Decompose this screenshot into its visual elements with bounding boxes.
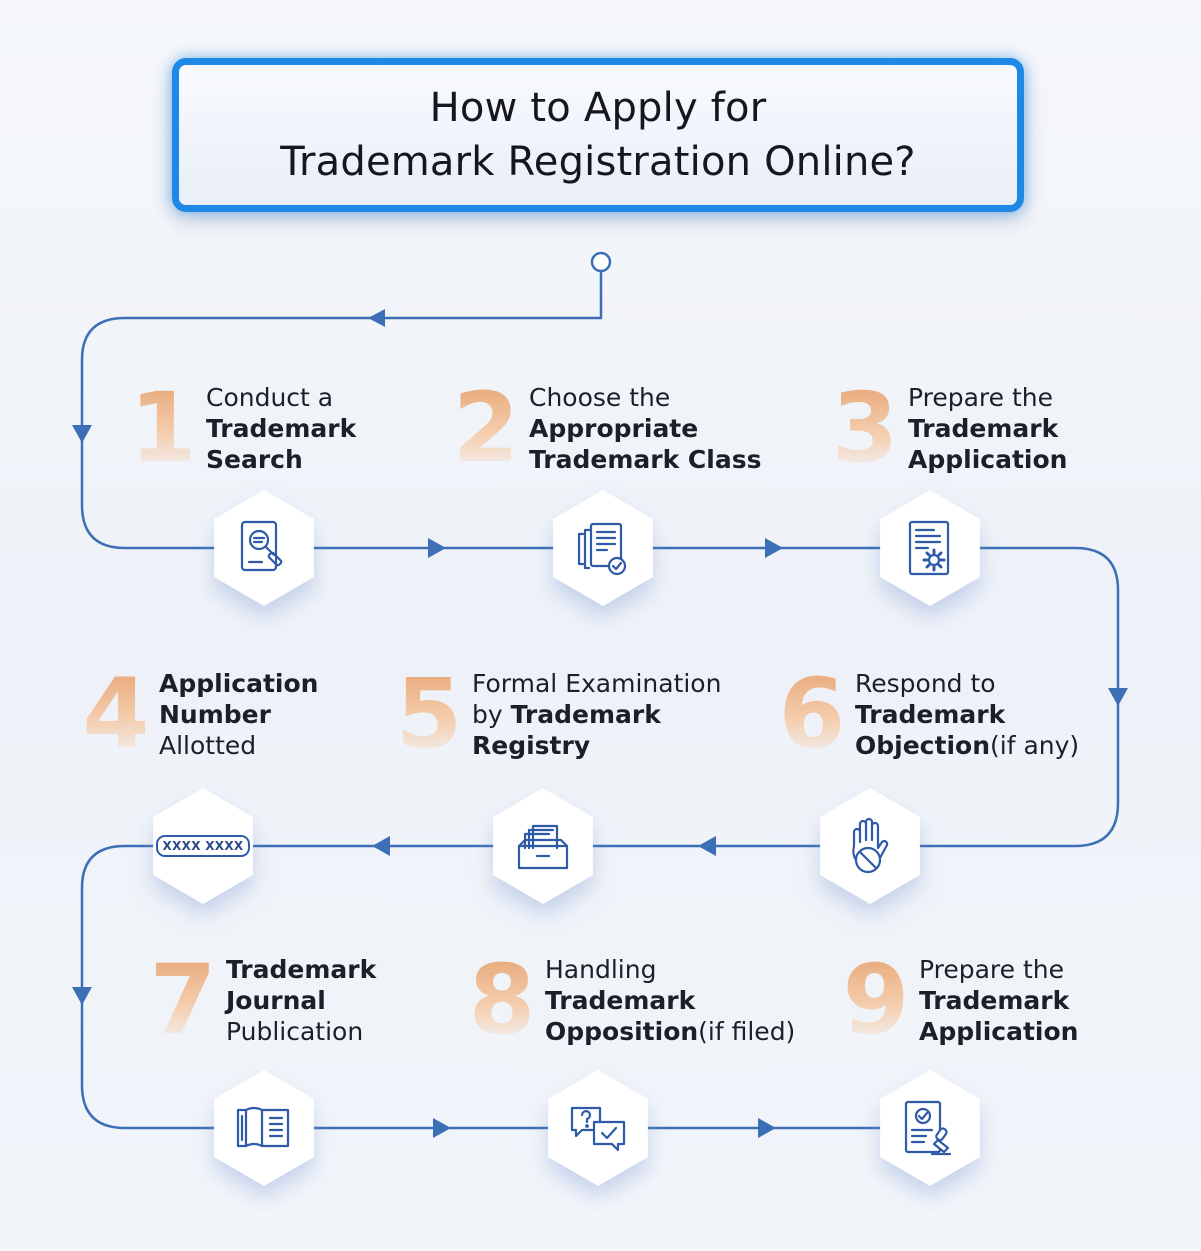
step-label-line: Trademark xyxy=(919,985,1070,1015)
step-4: 4 Application Number Allotted xyxy=(81,658,319,770)
step-label-part: Objection xyxy=(855,730,990,760)
step-number: 3 xyxy=(831,372,899,484)
step-label: Respond to Trademark Objection(if any) xyxy=(855,668,1079,761)
step-9: 9 Prepare the Trademark Application xyxy=(841,944,1079,1056)
step-5: 5 Formal Examination by Trademark Regist… xyxy=(394,658,722,770)
step-label-line: Trademark xyxy=(855,699,1006,729)
documents-check-icon xyxy=(577,522,627,576)
flow-arrow xyxy=(765,538,783,558)
step-label-line: Search xyxy=(206,444,303,474)
step-label: Conduct a Trademark Search xyxy=(206,382,356,475)
step-label-line: Trademark xyxy=(908,413,1059,443)
step-number: 7 xyxy=(149,944,217,1056)
step-8: 8 Handling Trademark Opposition(if filed… xyxy=(467,944,796,1056)
step-label-line: Application xyxy=(159,668,319,698)
step-6: 6 Respond to Trademark Objection(if any) xyxy=(777,658,1080,770)
step-label-line: Trademark xyxy=(226,954,377,984)
step-number: 8 xyxy=(468,944,536,1056)
flow-arrow xyxy=(72,987,92,1005)
flow-arrow xyxy=(758,1118,776,1138)
open-book-icon xyxy=(236,1106,290,1148)
step-number: 2 xyxy=(452,372,520,484)
step-label: Formal Examination by Trademark Registry xyxy=(472,668,721,761)
step-label-line: Allotted xyxy=(159,730,257,760)
step-label-line: Trademark Class xyxy=(529,444,762,474)
step-label: Prepare the Trademark Application xyxy=(919,954,1078,1047)
flow-start-node xyxy=(590,251,612,273)
step-3-hexagon xyxy=(872,490,988,606)
step-7: 7 Trademark Journal Publication xyxy=(148,944,377,1056)
step-8-hexagon xyxy=(540,1070,656,1186)
step-7-hexagon xyxy=(206,1070,322,1186)
step-label-line: Application xyxy=(919,1016,1079,1046)
step-9-hexagon xyxy=(872,1070,988,1186)
step-6-hexagon xyxy=(812,788,928,904)
step-number: 9 xyxy=(842,944,910,1056)
step-label-part: by xyxy=(472,699,511,729)
step-label-line: Registry xyxy=(472,730,591,760)
step-2-hexagon xyxy=(545,490,661,606)
step-label: Trademark Journal Publication xyxy=(226,954,376,1047)
step-label-line: Appropriate xyxy=(529,413,699,443)
step-3: 3 Prepare the Trademark Application xyxy=(830,372,1068,484)
step-label-part: Opposition xyxy=(545,1016,699,1046)
step-label-line: by Trademark xyxy=(472,699,721,730)
step-label: Choose the Appropriate Trademark Class xyxy=(529,382,761,475)
step-label: Handling Trademark Opposition(if filed) xyxy=(545,954,795,1047)
step-number: 1 xyxy=(129,372,197,484)
title-line-1: How to Apply for xyxy=(429,85,767,131)
flow-arrow xyxy=(1108,688,1128,706)
step-5-hexagon xyxy=(485,788,601,904)
step-label-line: Conduct a xyxy=(206,382,334,412)
step-label-line: Publication xyxy=(226,1016,364,1046)
step-label-line: Formal Examination xyxy=(472,668,722,698)
step-label-part: (if filed) xyxy=(698,1016,796,1046)
step-label-line: Journal xyxy=(226,985,326,1015)
flow-arrow xyxy=(428,538,446,558)
step-1: 1 Conduct a Trademark Search xyxy=(128,372,357,484)
step-label-line: Opposition(if filed) xyxy=(545,1016,795,1047)
step-label-line: Trademark xyxy=(545,985,696,1015)
step-label-line: Choose the xyxy=(529,382,671,412)
chat-question-icon xyxy=(570,1106,626,1152)
flow-arrow xyxy=(372,836,390,856)
flow-arrow xyxy=(72,425,92,443)
step-number: 6 xyxy=(778,658,846,770)
document-gear-icon xyxy=(908,520,950,576)
step-label-line: Prepare the xyxy=(919,954,1065,984)
step-label-line: Respond to xyxy=(855,668,996,698)
hand-stop-icon xyxy=(852,817,889,874)
step-label: Application Number Allotted xyxy=(159,668,318,761)
step-4-hexagon: XXXX XXXX xyxy=(145,788,261,904)
flow-arrow xyxy=(698,836,716,856)
step-label-line: Trademark xyxy=(206,413,357,443)
flow-arrow xyxy=(433,1118,451,1138)
step-2: 2 Choose the Appropriate Trademark Class xyxy=(451,372,762,484)
step-label: Prepare the Trademark Application xyxy=(908,382,1067,475)
step-1-hexagon xyxy=(206,490,322,606)
step-label-line: Application xyxy=(908,444,1068,474)
step-label-part: Trademark xyxy=(510,699,661,729)
file-tray-icon xyxy=(517,824,569,870)
title-line-2: Trademark Registration Online? xyxy=(280,139,916,185)
document-search-icon xyxy=(240,520,283,572)
step-label-line: Objection(if any) xyxy=(855,730,1079,761)
step-number: 5 xyxy=(395,658,463,770)
flow-arrow xyxy=(368,309,385,327)
step-label-line: Prepare the xyxy=(908,382,1054,412)
step-label-line: Number xyxy=(159,699,271,729)
certificate-stamp-icon xyxy=(904,1100,952,1156)
title-box: How to Apply for Trademark Registration … xyxy=(172,58,1024,212)
step-label-part: (if any) xyxy=(990,730,1080,760)
step-label-line: Handling xyxy=(545,954,657,984)
step-number: 4 xyxy=(82,658,150,770)
application-number-icon: XXXX XXXX xyxy=(155,835,251,857)
